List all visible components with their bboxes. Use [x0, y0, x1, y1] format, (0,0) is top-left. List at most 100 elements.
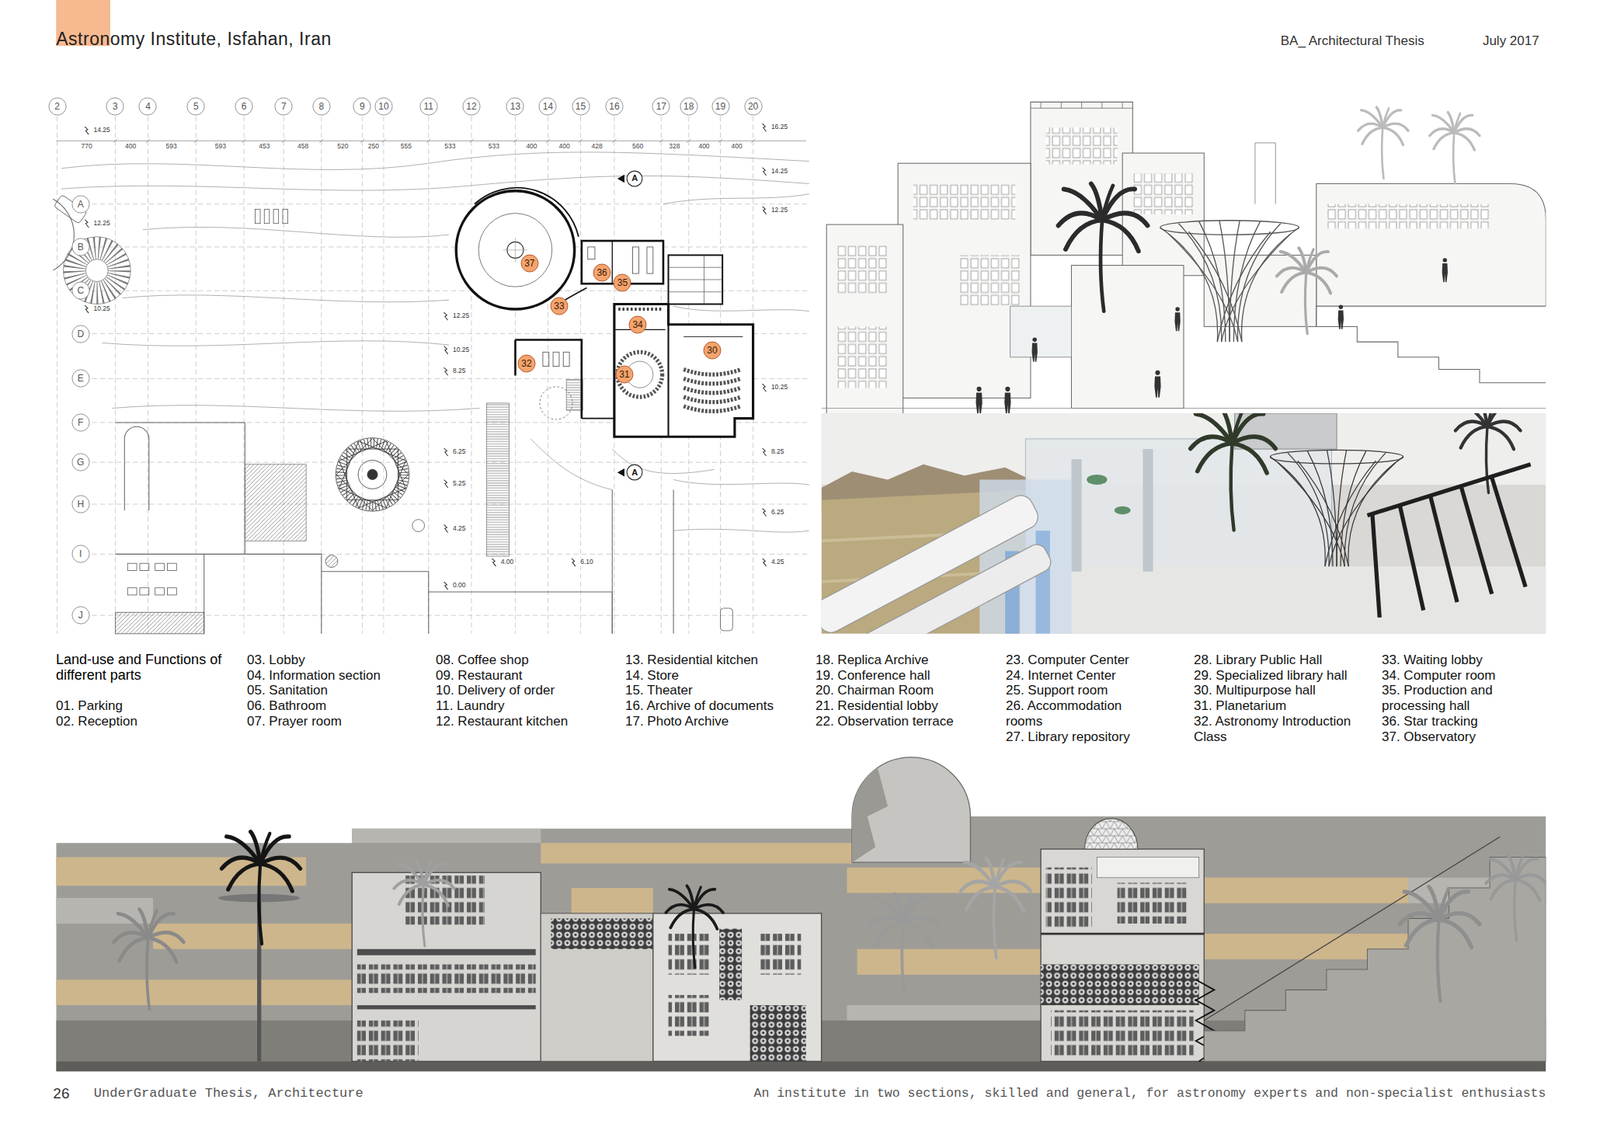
sketch-rendering — [1154, 370, 1161, 398]
dimension: 400 — [557, 142, 571, 151]
elevation — [1050, 1010, 1194, 1057]
circle-outline — [72, 545, 90, 563]
grid-line — [57, 116, 754, 634]
sketch-rendering — [821, 97, 1547, 414]
building-plan — [667, 324, 669, 438]
rosette — [345, 448, 399, 501]
level-mark: 10.25 — [452, 346, 470, 355]
site-feature — [264, 208, 270, 223]
sketch-rendering — [1132, 173, 1194, 215]
spiral-stair — [62, 236, 131, 305]
site-wall — [114, 422, 245, 554]
dimension: 453 — [257, 142, 271, 151]
level-mark: 12.25 — [93, 219, 112, 228]
dimension: 770 — [80, 142, 94, 151]
circle-outline — [593, 264, 611, 282]
node-text: 31 — [619, 369, 630, 380]
node-text: 36 — [596, 267, 607, 278]
rendering-view — [1071, 459, 1082, 572]
elevation — [1399, 886, 1480, 1002]
sketch-rendering — [821, 97, 1547, 414]
node-text: 15 — [575, 101, 586, 112]
rendering-view — [821, 413, 1547, 634]
circle-outline — [72, 238, 90, 256]
node-text: 7 — [281, 101, 287, 112]
sketch-rendering — [1046, 127, 1118, 164]
contour-line — [673, 479, 810, 485]
circle-outline — [518, 354, 536, 373]
callout-number: 36 — [592, 263, 612, 282]
circle-outline — [72, 281, 90, 300]
level-mark — [443, 448, 448, 457]
grid-bubble: 13 — [505, 97, 525, 116]
callout-number: 31 — [615, 365, 634, 384]
grid-bubble: 6 — [234, 97, 254, 116]
elevation — [1485, 855, 1546, 941]
elevation — [1203, 877, 1409, 904]
node-text: F — [77, 417, 84, 428]
circle-outline — [72, 453, 90, 471]
building-plan — [646, 246, 654, 274]
circle-outline — [629, 316, 647, 334]
node-text: 16 — [608, 101, 620, 112]
legend-column: Land-use and Functions of different part… — [55, 652, 234, 730]
grid-bubble: 16 — [605, 97, 624, 116]
building-plan — [553, 351, 560, 366]
contour-line — [61, 152, 810, 171]
building-plan — [683, 378, 741, 384]
rendering-view — [1142, 448, 1153, 572]
circle-outline — [744, 97, 762, 115]
building-plan — [618, 307, 664, 311]
elevation — [393, 860, 454, 947]
node-text: 8 — [318, 101, 324, 112]
elevation — [1040, 848, 1204, 1061]
node-text: 20 — [747, 101, 759, 112]
rosette — [339, 441, 407, 508]
node-text: 34 — [632, 320, 643, 330]
sketch-rendering — [1338, 305, 1344, 330]
page-number: 26 — [52, 1085, 70, 1103]
node-text: 14 — [542, 101, 554, 112]
elevation — [540, 913, 654, 1061]
sketch-rendering — [1031, 337, 1037, 362]
building-plan — [581, 417, 615, 420]
rendering-view — [1269, 449, 1403, 567]
site-feature — [325, 555, 338, 568]
dimension-line — [55, 140, 807, 142]
elevation — [1203, 857, 1546, 1062]
section-marker: A — [626, 463, 644, 481]
building-plan — [668, 254, 724, 304]
sketch-rendering — [826, 101, 1546, 414]
circle-outline — [72, 413, 90, 432]
function-item: 24. Internet Center — [1005, 667, 1150, 684]
elevation — [852, 767, 888, 863]
function-item: 37. Observatory — [1381, 729, 1538, 745]
sheet-art — [52, 0, 1546, 1072]
sketch-rendering — [1316, 306, 1547, 383]
circle-outline — [615, 365, 634, 383]
site-feature — [166, 563, 177, 571]
node-text: 18 — [683, 101, 694, 112]
circle-outline — [235, 97, 253, 115]
elevation — [357, 964, 536, 994]
site-feature — [166, 587, 177, 595]
sketch-rendering — [1429, 112, 1480, 185]
circle-outline — [353, 97, 371, 115]
level-mark: 16.25 — [770, 123, 789, 132]
building-plan — [474, 187, 579, 237]
site-feature — [127, 587, 137, 595]
section-arrow — [617, 174, 625, 184]
function-item: 14. Store — [625, 667, 806, 684]
callout-number: 37 — [520, 253, 540, 273]
circle-outline — [48, 97, 66, 115]
grid-bubble: 10 — [374, 97, 394, 116]
legend-column: 33. Waiting lobby34. Computer room35. Pr… — [1381, 652, 1538, 745]
sketch-rendering — [1030, 101, 1133, 108]
building-plan — [683, 387, 741, 394]
grid-bubble: 4 — [138, 97, 157, 116]
stair — [566, 379, 583, 411]
dimension: 250 — [367, 142, 380, 151]
site-wall — [321, 571, 429, 634]
function-item: 23. Computer Center — [1005, 652, 1150, 668]
dimension: 533 — [443, 142, 456, 151]
